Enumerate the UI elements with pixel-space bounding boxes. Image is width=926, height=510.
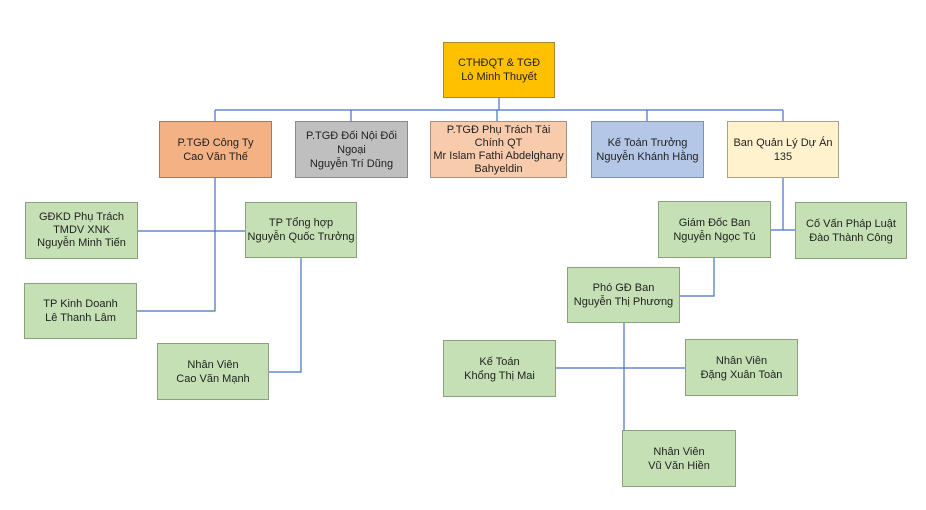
node-project-board[interactable]: Ban Quản Lý Dự Án 135 [727,121,839,178]
node-title: P.TGĐ Phụ Trách Tài [446,123,551,136]
node-title: Nhân Viên [653,445,705,458]
node-title: Kế Toán [479,355,520,368]
node-xnk-director[interactable]: GĐKD Phụ Trách TMDV XNK Nguyễn Minh Tiến [25,202,138,259]
node-vp-foreign-affairs[interactable]: P.TGĐ Đối Nội Đối Ngoại Nguyễn Trí Dũng [295,121,408,178]
node-title: TMDV XNK [53,224,110,236]
node-staff-hien[interactable]: Nhân Viên Vũ Văn Hiền [622,430,736,487]
node-staff-toan[interactable]: Nhân Viên Đặng Xuân Toàn [685,339,798,396]
node-title: CTHĐQT & TGĐ [457,57,541,69]
node-legal-advisor[interactable]: Cố Vấn Pháp Luật Đào Thành Công [795,202,907,259]
node-title: P.TGĐ Đối Nội Đối [306,129,397,142]
node-title: TP Kinh Doanh [43,298,118,310]
node-title: Cố Vấn Pháp Luật [806,217,896,230]
node-title: Nhân Viên [715,354,768,367]
node-person: Cao Văn Mạnh [176,372,250,385]
node-vp-finance[interactable]: P.TGĐ Phụ Trách Tài Chính QT Mr Islam Fa… [430,121,567,178]
node-deputy-director[interactable]: Phó GĐ Ban Nguyễn Thị Phương [567,267,680,323]
node-vp-company[interactable]: P.TGĐ Công Ty Cao Văn Thế [159,121,272,178]
node-title: GĐKD Phụ Trách [39,211,124,223]
node-person: Đặng Xuân Toàn [700,368,783,381]
node-person: Lò Minh Thuyết [461,71,537,83]
node-board-director[interactable]: Giám Đốc Ban Nguyễn Ngọc Tú [658,201,771,258]
node-person: Nguyễn Quốc Trưởng [247,231,355,243]
node-title: P.TGĐ Công Ty [177,136,254,149]
node-person: Nguyễn Trí Dũng [309,157,394,170]
node-title: TP Tổng hợp [268,217,334,229]
node-general-head[interactable]: TP Tổng hợp Nguyễn Quốc Trưởng [245,202,357,258]
node-person: Khổng Thị Mai [464,369,535,382]
node-title: Ngoại [337,143,366,156]
node-person: Lê Thanh Lâm [45,312,116,324]
node-accountant[interactable]: Kế Toán Khổng Thị Mai [443,340,556,397]
node-person: Nguyễn Minh Tiến [37,237,126,249]
node-title: Phó GĐ Ban [592,282,655,294]
node-person: 135 [773,150,793,163]
node-person: Vũ Văn Hiền [648,459,710,472]
node-person: Mr Islam Fathi Abdelghany [433,149,564,162]
node-person: Cao Văn Thế [183,150,248,163]
node-person: Nguyễn Thị Phương [573,296,674,308]
node-chief-accountant[interactable]: Kế Toán Trưởng Nguyễn Khánh Hằng [591,121,704,178]
node-person: Bahyeldin [474,162,523,175]
connector-vp-company [137,178,216,312]
node-person: Nguyễn Ngọc Tú [673,230,756,243]
node-person: Nguyễn Khánh Hằng [596,150,699,163]
node-person: Đào Thành Công [809,231,893,244]
node-title: Chính QT [474,136,523,149]
node-staff-manh[interactable]: Nhân Viên Cao Văn Mạnh [157,343,269,400]
node-title: Kế Toán Trưởng [607,136,688,149]
node-title: Ban Quản Lý Dự Án [733,136,833,149]
node-title: Giám Đốc Ban [678,216,751,229]
node-root[interactable]: CTHĐQT & TGĐ Lò Minh Thuyết [443,42,555,98]
node-sales-head[interactable]: TP Kinh Doanh Lê Thanh Lâm [24,283,137,339]
node-title: Nhân Viên [187,358,239,371]
